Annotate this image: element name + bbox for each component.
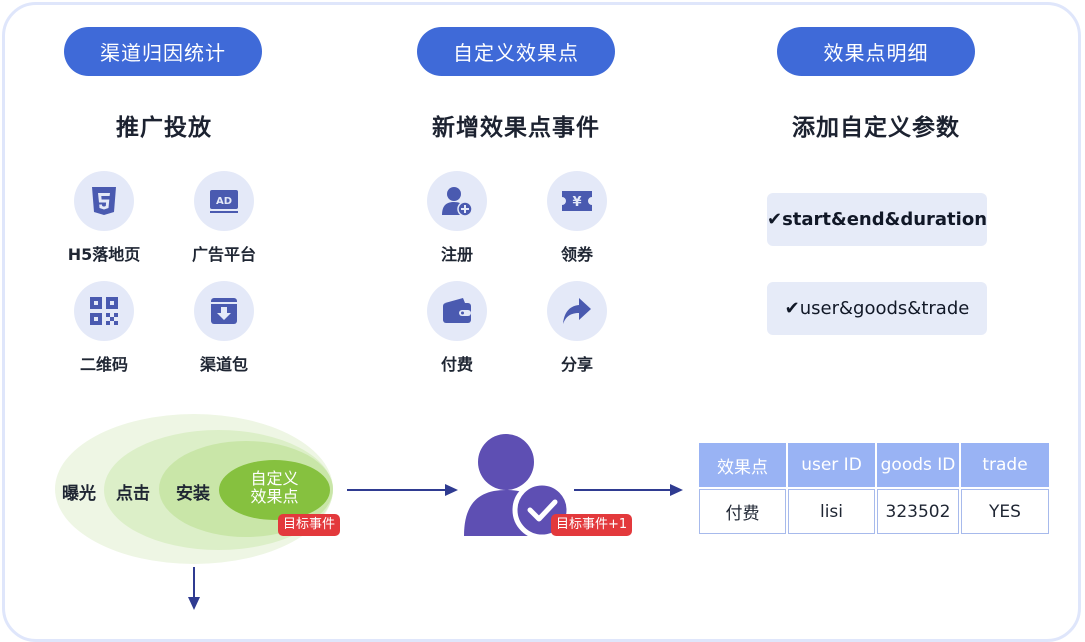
item-label: 分享 (560, 355, 593, 374)
funnel-target-core (219, 460, 330, 520)
item-label: 广告平台 (191, 245, 256, 264)
item-label: H5落地页 (67, 245, 141, 264)
qr-code-icon (90, 297, 118, 325)
h5-landing-item: H5落地页 (44, 171, 164, 265)
col-trade: trade (961, 443, 1049, 487)
coupon-icon: ¥ (562, 191, 592, 211)
stage-click: 点击 (116, 484, 150, 504)
user-add-icon (442, 187, 473, 217)
param-start-end-duration: ✔start&end&duration (767, 193, 987, 246)
item-label: 注册 (440, 245, 473, 264)
channel-package-item: 渠道包 (164, 281, 284, 375)
effect-point-detail-title: 效果点明细 (777, 27, 975, 76)
arrow-funnel-to-user (347, 484, 458, 496)
ad-platform-item: AD 广告平台 (164, 171, 284, 265)
register-item: 注册 (397, 171, 517, 265)
coupon-item: ¥ 领券 (517, 171, 637, 265)
effect-point-table: 效果点 user ID goods ID trade 付费 lisi 32350… (697, 441, 1051, 536)
custom-param-heading: 添加自定义参数 (792, 115, 960, 141)
item-label: 付费 (440, 355, 473, 374)
arrow-user-to-table (574, 484, 683, 496)
svg-text:¥: ¥ (572, 195, 581, 210)
col-user-id: user ID (788, 443, 875, 487)
download-box-icon (211, 298, 237, 324)
target-event-plus-one-badge: 目标事件+1 (551, 514, 633, 536)
col-effect-point: 效果点 (699, 443, 786, 487)
flow-arrows (188, 484, 683, 610)
share-icon (563, 298, 591, 324)
table-header-row: 效果点 user ID goods ID trade (699, 443, 1049, 487)
cell-goods-id: 323502 (877, 489, 959, 534)
item-label: 领券 (560, 245, 593, 264)
channel-attribution-title: 渠道归因统计 (64, 27, 262, 76)
qr-code-item: 二维码 (44, 281, 164, 375)
payment-item: 付费 (397, 281, 517, 375)
html5-icon (92, 187, 116, 215)
cell-user-id: lisi (788, 489, 875, 534)
new-event-heading: 新增效果点事件 (432, 115, 600, 141)
share-item: 分享 (517, 281, 637, 375)
col-goods-id: goods ID (877, 443, 959, 487)
svg-text:AD: AD (216, 196, 232, 207)
arrow-down (188, 567, 200, 610)
param-user-goods-trade: ✔user&goods&trade (767, 282, 987, 335)
wallet-icon (443, 298, 471, 323)
ad-icon: AD (210, 190, 238, 213)
cell-effect-point: 付费 (699, 489, 786, 534)
item-label: 渠道包 (199, 355, 248, 374)
stage-install: 安装 (176, 484, 210, 504)
promotion-heading: 推广投放 (116, 115, 212, 141)
target-event-badge: 目标事件 (278, 514, 341, 536)
item-label: 二维码 (79, 355, 128, 374)
stage-exposure: 曝光 (62, 484, 96, 504)
cell-trade: YES (961, 489, 1049, 534)
table-row: 付费 lisi 323502 YES (699, 489, 1049, 534)
stage-custom-effect-point: 自定义 效果点 (250, 469, 299, 506)
custom-effect-point-title: 自定义效果点 (417, 27, 615, 76)
